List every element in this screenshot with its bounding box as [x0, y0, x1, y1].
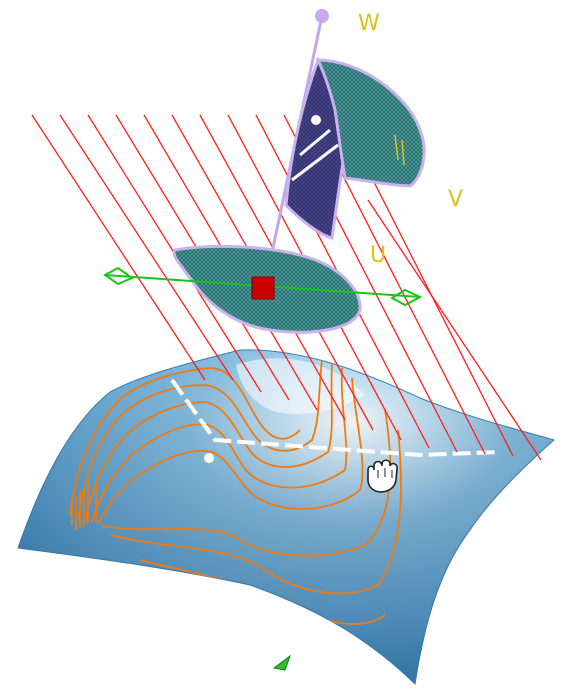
green-arrow-icon [272, 654, 292, 671]
w-axis-knob[interactable] [315, 9, 329, 23]
freeform-surface [17, 349, 556, 686]
v-axis-label: V [448, 187, 463, 212]
section-curve [170, 378, 501, 463]
u-axis-label: U [370, 243, 386, 268]
w-axis-label: W [358, 11, 380, 36]
hand-cursor-icon [367, 459, 398, 493]
compass-origin-handle[interactable] [251, 276, 275, 300]
compass-manipulator[interactable] [103, 9, 426, 334]
